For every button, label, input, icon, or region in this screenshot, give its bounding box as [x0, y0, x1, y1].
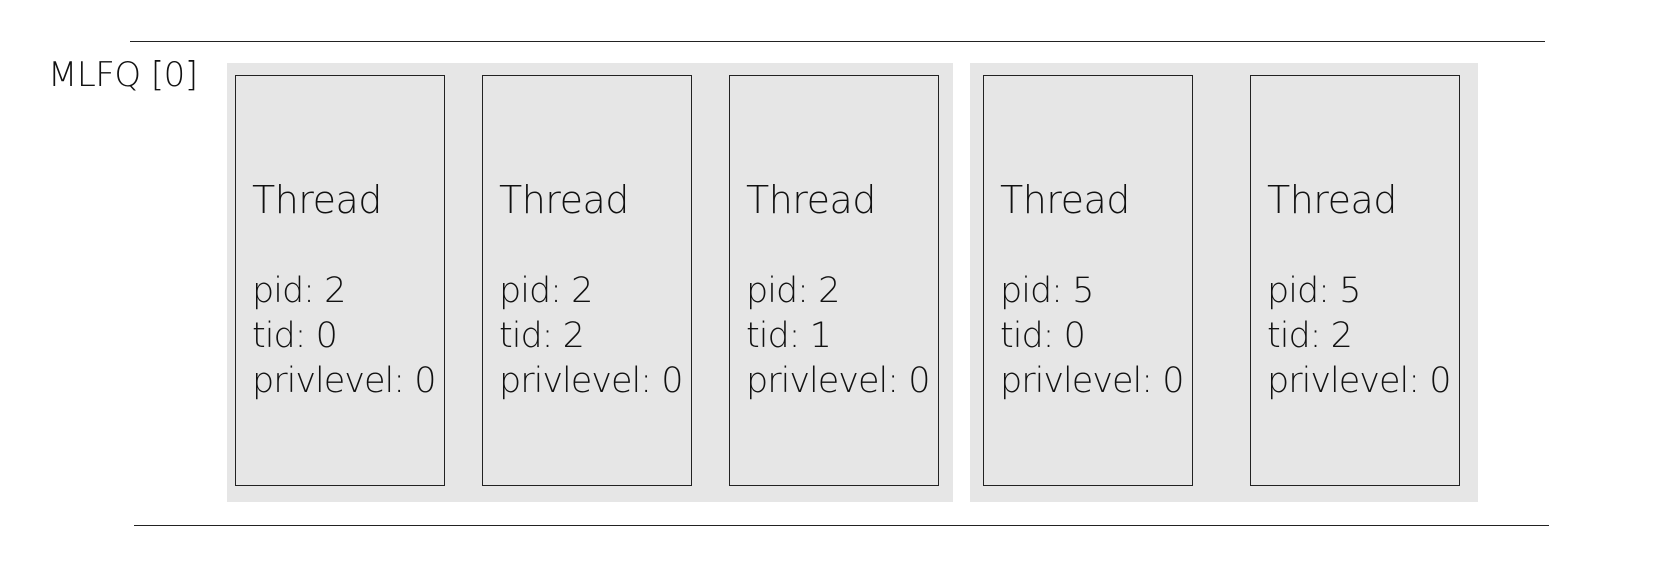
thread-card: Thread pid: 2 tid: 1 privlevel: 0	[729, 75, 939, 486]
thread-title: Thread	[252, 178, 382, 222]
thread-tid: tid: 2	[1267, 316, 1353, 356]
thread-card: Thread pid: 5 tid: 2 privlevel: 0	[1250, 75, 1460, 486]
thread-pid: pid: 2	[499, 271, 593, 311]
process-group-pid-5: Thread pid: 5 tid: 0 privlevel: 0 Thread…	[970, 63, 1478, 502]
thread-privlevel: privlevel: 0	[252, 361, 436, 401]
thread-card: Thread pid: 2 tid: 2 privlevel: 0	[482, 75, 692, 486]
thread-pid: pid: 2	[252, 271, 346, 311]
thread-tid: tid: 2	[499, 316, 585, 356]
thread-tid: tid: 0	[252, 316, 338, 356]
thread-card: Thread pid: 5 tid: 0 privlevel: 0	[983, 75, 1193, 486]
thread-title: Thread	[499, 178, 629, 222]
thread-tid: tid: 1	[746, 316, 832, 356]
thread-card: Thread pid: 2 tid: 0 privlevel: 0	[235, 75, 445, 486]
process-group-pid-2: Thread pid: 2 tid: 0 privlevel: 0 Thread…	[227, 63, 953, 502]
thread-title: Thread	[1267, 178, 1397, 222]
thread-privlevel: privlevel: 0	[499, 361, 683, 401]
thread-title: Thread	[746, 178, 876, 222]
thread-privlevel: privlevel: 0	[1000, 361, 1184, 401]
bottom-divider-line	[134, 525, 1549, 526]
thread-title: Thread	[1000, 178, 1130, 222]
thread-pid: pid: 2	[746, 271, 840, 311]
thread-pid: pid: 5	[1267, 271, 1361, 311]
thread-pid: pid: 5	[1000, 271, 1094, 311]
queue-title: MLFQ [0]	[48, 55, 198, 95]
thread-privlevel: privlevel: 0	[1267, 361, 1451, 401]
thread-tid: tid: 0	[1000, 316, 1086, 356]
top-divider-line	[130, 41, 1545, 42]
thread-privlevel: privlevel: 0	[746, 361, 930, 401]
